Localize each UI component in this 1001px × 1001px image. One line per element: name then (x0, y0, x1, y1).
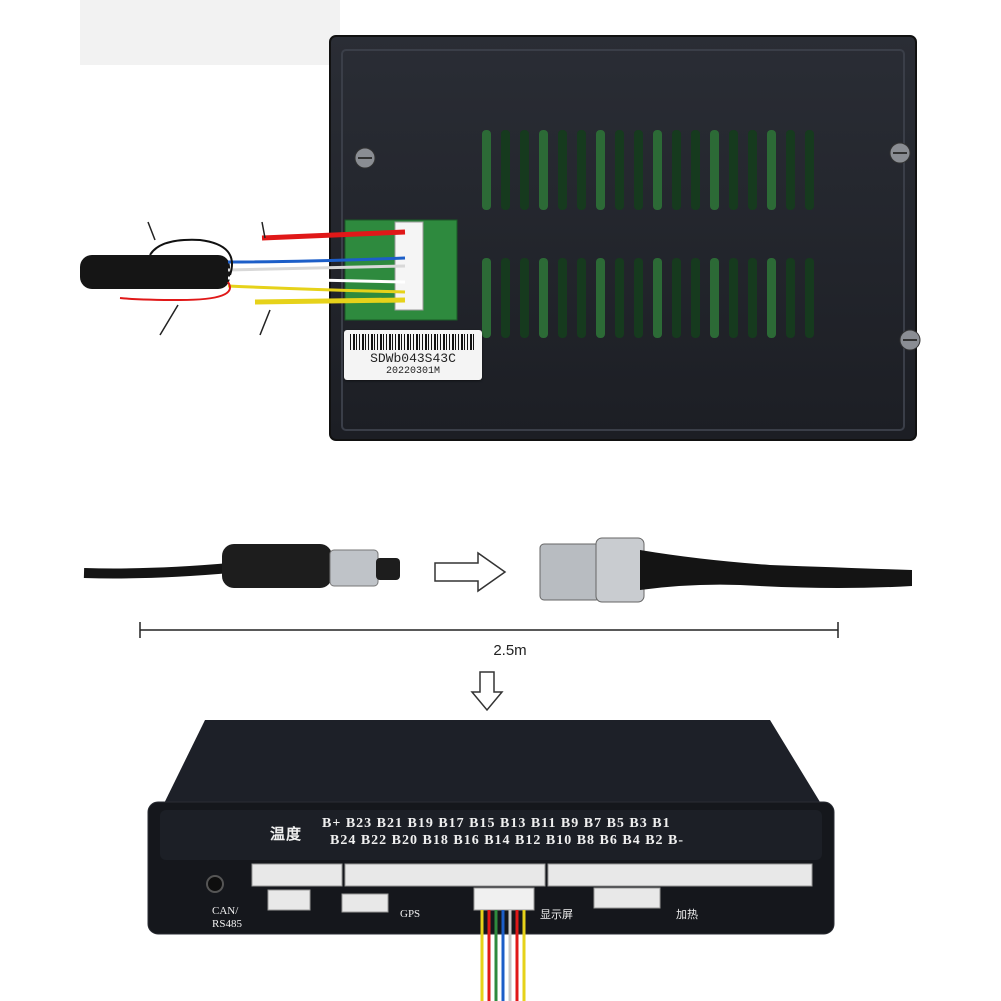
port-rs485-label: RS485 (212, 918, 242, 930)
vent-slot (634, 258, 643, 338)
vent-slot (653, 258, 662, 338)
vent-slot (748, 258, 757, 338)
bms-illustration (147, 720, 835, 1001)
vent-slot (805, 130, 814, 210)
dimension-line-icon (139, 622, 839, 638)
vent-slot (691, 258, 700, 338)
vent-slot (653, 130, 662, 210)
vent-slot (539, 130, 548, 210)
vent-slot (748, 130, 757, 210)
vent-slot (615, 130, 624, 210)
vent-slot (710, 258, 719, 338)
label-serial: SDWb043S43C (370, 351, 456, 366)
port-gps-label: GPS (400, 908, 421, 920)
vent-slot (520, 258, 529, 338)
vent-slot (501, 258, 510, 338)
arrow-down-icon (470, 671, 504, 712)
vent-slots-lower (482, 258, 814, 338)
vent-slot (558, 258, 567, 338)
pointer-lines (147, 221, 271, 336)
port-heating-label: 加热 (676, 909, 698, 921)
vent-slot (558, 130, 567, 210)
vent-slot (672, 130, 681, 210)
cell-top-row: B+ B23 B21 B19 B17 B15 B13 B11 B9 B7 B5 … (322, 816, 671, 831)
vent-slot (672, 258, 681, 338)
arrow-right-icon (434, 551, 507, 593)
vent-slot (596, 130, 605, 210)
vent-slot (691, 130, 700, 210)
vent-slot (786, 130, 795, 210)
barcode-icon (350, 334, 476, 350)
jack-icon (206, 875, 224, 893)
vent-slot (596, 258, 605, 338)
bms-photo: 温度 B+ B23 B21 B19 B17 B15 B13 B11 B9 B7 … (0, 712, 1001, 1001)
vent-slot (577, 258, 586, 338)
connector-female (539, 543, 601, 601)
vent-slot (615, 258, 624, 338)
vent-slot (767, 258, 776, 338)
vent-slot (482, 130, 491, 210)
vent-slot (729, 258, 738, 338)
vent-slot (520, 130, 529, 210)
vent-slot (767, 130, 776, 210)
vent-slot (710, 130, 719, 210)
top-photo: SDWb043S43C 20220301M (0, 0, 1001, 450)
vent-slot (805, 258, 814, 338)
vent-slot (577, 130, 586, 210)
port-display-label: 显示屏 (540, 909, 573, 921)
top-device-illustration (80, 0, 921, 441)
vent-slots-upper (482, 130, 814, 210)
serial-label: SDWb043S43C 20220301M (344, 330, 482, 380)
vent-slot (539, 258, 548, 338)
cable-photo: 2.5m (0, 520, 1001, 680)
vent-slot (634, 130, 643, 210)
vent-slot (482, 258, 491, 338)
vent-slot (501, 130, 510, 210)
connector-male (222, 544, 332, 588)
label-date: 20220301M (385, 366, 440, 377)
cable-illustration (83, 537, 912, 638)
vent-slot (729, 130, 738, 210)
port-can-label: CAN/ (212, 905, 239, 917)
cell-bottom-row: B24 B22 B20 B18 B16 B14 B12 B10 B8 B6 B4… (330, 833, 685, 848)
temp-label: 温度 (270, 827, 303, 843)
cable-jacket (80, 255, 230, 289)
vent-slot (786, 258, 795, 338)
cable-length-label: 2.5m (493, 642, 527, 659)
